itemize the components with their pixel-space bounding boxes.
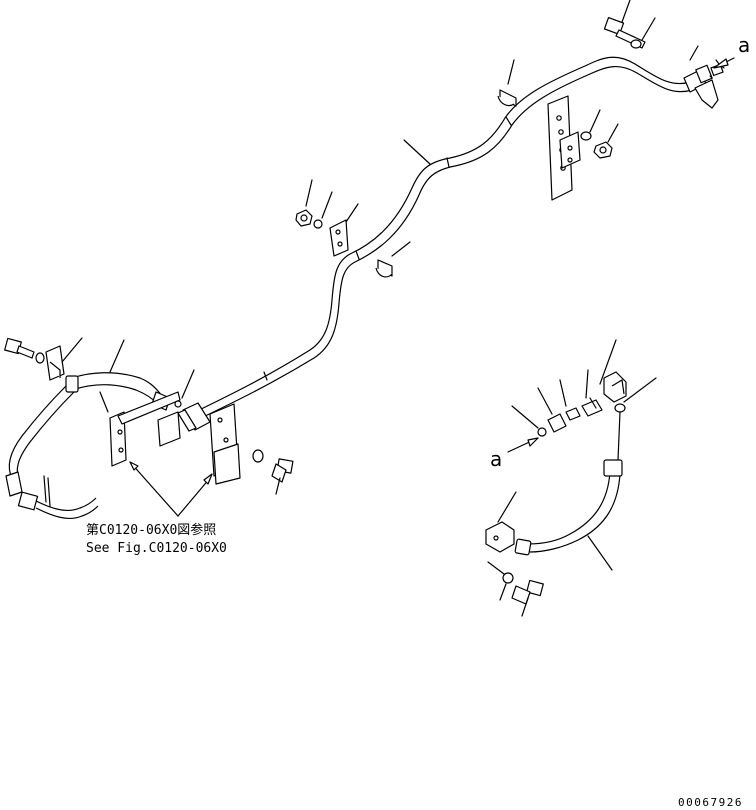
washer-left <box>35 352 45 364</box>
reference-arrow-top <box>713 57 735 69</box>
fitting-left-lower <box>17 475 99 520</box>
nut-lower-mid <box>559 379 581 421</box>
block-clamp-lower <box>485 491 517 553</box>
bracket-plate-left <box>209 403 241 485</box>
nut-upper-mid <box>593 123 619 159</box>
washer-lower-block <box>487 561 514 584</box>
hose-left-lower <box>5 385 75 497</box>
drawing-number: 00067926 <box>678 796 743 809</box>
washer-upper-mid <box>580 109 601 141</box>
main-steel-pipe <box>194 56 693 421</box>
hose-lower <box>514 459 623 571</box>
leader-main-pipe <box>403 139 431 165</box>
nut-mid-left <box>295 179 313 227</box>
washer-left-plate <box>252 449 264 463</box>
adapter-lower <box>581 369 603 417</box>
seal-lower <box>511 405 547 437</box>
bracket-plate-upper <box>547 95 581 201</box>
bolt-left <box>4 337 35 359</box>
bracket-plate-mid <box>329 203 359 257</box>
ref-letter-top: a <box>738 33 750 57</box>
reference-arrows <box>129 461 213 517</box>
reference-note-en: See Fig.C0120-06X0 <box>86 541 227 556</box>
clamp-left <box>45 337 83 381</box>
reference-note-jp: 第C0120-06X0図参照 <box>86 522 216 538</box>
bolt-lower-block <box>499 579 544 617</box>
hose-left-upper <box>65 339 171 411</box>
clamp-upper <box>497 59 517 107</box>
clamp-mid <box>375 241 411 278</box>
bolt-left-plate <box>271 458 294 495</box>
washer-top-right <box>630 17 656 49</box>
pipe-fitting-right <box>683 64 719 109</box>
leader-hose-top <box>617 411 621 461</box>
elbow-fitting-lower <box>599 339 627 403</box>
ref-letter-lower: a <box>490 447 502 471</box>
bracket-left-l <box>99 391 181 467</box>
reference-arrow-lower <box>507 437 539 453</box>
union-lower <box>537 387 567 433</box>
fitting-left-small <box>174 369 195 408</box>
washer-mid-left <box>313 191 333 229</box>
